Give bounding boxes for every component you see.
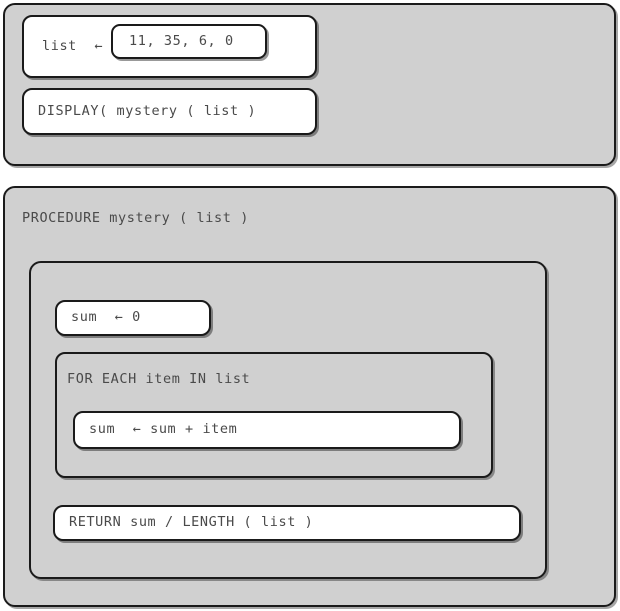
return-statement-text: RETURN sum / LENGTH ( list ) xyxy=(69,514,314,531)
list-value-text: 11, 35, 6, 0 xyxy=(129,32,234,49)
procedure-header-text: PROCEDURE mystery ( list ) xyxy=(22,210,249,226)
sum-initialize-statement-block[interactable]: sum ← 0 xyxy=(55,300,211,336)
display-statement-text: DISPLAY( mystery ( list ) xyxy=(38,102,257,119)
sum-initialize-statement-text: sum ← 0 xyxy=(71,309,141,326)
return-statement-block[interactable]: RETURN sum / LENGTH ( list ) xyxy=(53,505,521,541)
assign-list-target-label: list ← xyxy=(42,37,104,54)
list-value-input-box[interactable]: 11, 35, 6, 0 xyxy=(111,24,267,59)
for-each-loop-header-text: FOR EACH item IN list xyxy=(67,371,251,387)
display-statement-block[interactable]: DISPLAY( mystery ( list ) xyxy=(22,88,317,135)
sum-accumulate-statement-block[interactable]: sum ← sum + item xyxy=(73,411,461,449)
sum-accumulate-statement-text: sum ← sum + item xyxy=(89,421,238,438)
